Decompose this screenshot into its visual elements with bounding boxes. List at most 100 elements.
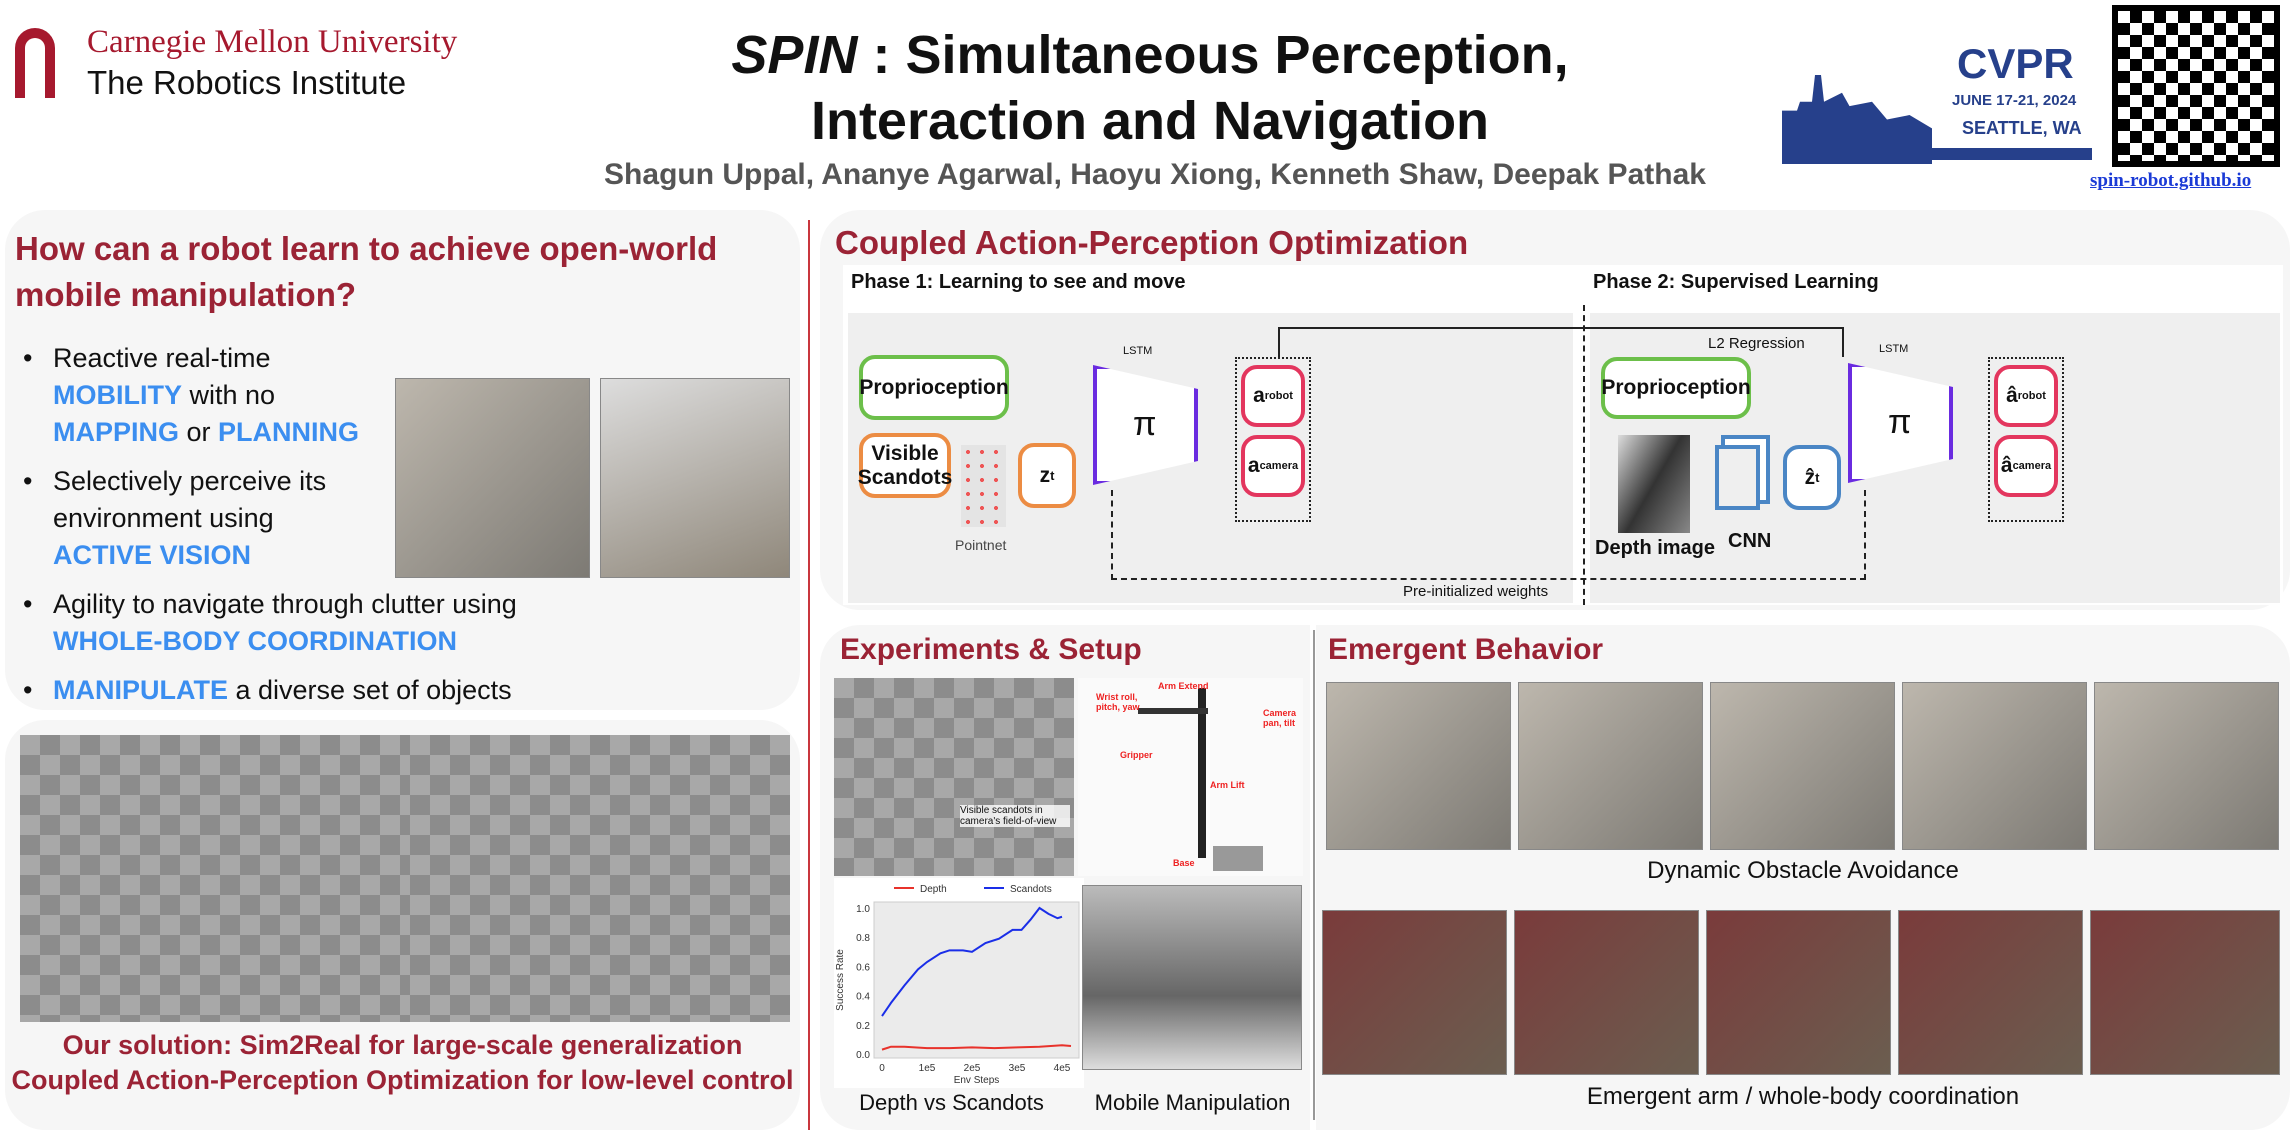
project-link[interactable]: spin-robot.github.io <box>2090 170 2252 191</box>
depth-image-label: Depth image <box>1595 537 1716 559</box>
preinit-label: Pre-initialized weights <box>1403 583 1549 600</box>
phase2-label: Phase 2: Supervised Learning <box>1593 271 1879 293</box>
bullet-active-vision: Selectively perceive its environment usi… <box>19 463 359 574</box>
obstacle-caption: Dynamic Obstacle Avoidance <box>1647 857 1959 884</box>
obstacle-frame-5 <box>2094 682 2279 850</box>
cnn-icon <box>1715 445 1760 510</box>
label-wrist: Wrist roll, pitch, yaw <box>1096 692 1140 712</box>
mobile-manipulation-caption: Mobile Manipulation <box>1094 1090 1291 1115</box>
preinit-connector <box>1111 490 1866 580</box>
y-tick-label: 0.4 <box>856 992 870 1003</box>
cvpr-text: CVPR <box>1957 40 2074 87</box>
sim-env-image-2 <box>410 735 790 1022</box>
qr-code[interactable] <box>2112 5 2280 167</box>
title-line1: : Simultaneous Perception, <box>872 25 1569 85</box>
method-heading: Coupled Action-Perception Optimization <box>835 224 1469 261</box>
plot-area <box>873 901 1080 1059</box>
x-tick-label: 1e5 <box>919 1063 936 1074</box>
cnn-label: CNN <box>1728 530 1772 552</box>
divider <box>808 220 810 1130</box>
series-line-depth <box>881 1044 1072 1051</box>
bullet-manipulate: MANIPULATE a diverse set of objects <box>19 672 619 709</box>
experiments-heading: Experiments & Setup <box>840 633 1142 666</box>
arm-frame-4 <box>1898 910 2083 1075</box>
divider-2 <box>1313 630 1315 1120</box>
scandots-sim-image <box>834 678 1074 876</box>
label-arm-extend: Arm Extend <box>1158 681 1209 691</box>
authors: Shagun Uppal, Ananye Agarwal, Haoyu Xion… <box>604 158 1706 191</box>
x-tick-label: 0 <box>879 1063 885 1074</box>
spin-logo: SPIN <box>731 25 858 85</box>
obstacle-frame-1 <box>1326 682 1511 850</box>
action-group-2 <box>1988 357 2064 522</box>
method-panel: Coupled Action-Perception Optimization P… <box>820 210 2290 610</box>
pi-symbol-2: π <box>1888 403 1912 441</box>
cvpr-dates: JUNE 17-21, 2024 <box>1952 92 2077 109</box>
arm-frame-5 <box>2090 910 2280 1075</box>
bullet-list: Reactive real-time MOBILITY with no MAPP… <box>19 340 619 721</box>
x-tick-label: 4e5 <box>1054 1063 1071 1074</box>
y-tick-label: 0.0 <box>856 1050 870 1061</box>
x-axis-label: Env Steps <box>954 1075 1000 1086</box>
label-gripper: Gripper <box>1120 750 1153 760</box>
title-line2: Interaction and Navigation <box>810 91 1490 151</box>
obstacle-frame-2 <box>1518 682 1703 850</box>
mobile-manipulation-photo <box>1082 885 1302 1070</box>
solution-panel: Our solution: Sim2Real for large-scale g… <box>5 720 800 1130</box>
series-line-scandots <box>881 906 1063 1017</box>
y-tick-label: 1.0 <box>856 904 870 915</box>
phase1-label: Phase 1: Learning to see and move <box>851 271 1186 293</box>
method-diagram: Phase 1: Learning to see and move Phase … <box>843 265 2283 605</box>
solution-line1: Our solution: Sim2Real for large-scale g… <box>62 1030 743 1060</box>
arm-frame-3 <box>1706 910 1891 1075</box>
bullet-mobility: Reactive real-time MOBILITY with no MAPP… <box>19 340 389 451</box>
lstm-label-2: LSTM <box>1879 343 1909 355</box>
solution-line2: Coupled Action-Perception Optimization f… <box>11 1065 794 1095</box>
pointnet-icon <box>961 445 1006 527</box>
label-camera: Camera pan, tilt <box>1263 708 1297 728</box>
action-group-1 <box>1235 357 1311 522</box>
x-tick-label: 2e5 <box>964 1063 981 1074</box>
robot-mast <box>1198 688 1206 858</box>
fov-annotation: Visible scandots in camera's field-of-vi… <box>960 805 1070 827</box>
cvpr-city: SEATTLE, WA <box>1962 118 2082 138</box>
depth-vs-scandots-caption: Depth vs Scandots <box>859 1090 1044 1115</box>
l2-connector <box>1278 327 1844 357</box>
pi-symbol-1: π <box>1133 405 1157 443</box>
robot-base <box>1213 846 1263 871</box>
y-axis-label: Success Rate <box>835 949 846 1011</box>
label-arm-lift: Arm Lift <box>1210 780 1245 790</box>
robot-photo-cabinet <box>600 378 790 578</box>
obstacle-frame-3 <box>1710 682 1895 850</box>
legend-label-scandots: Scandots <box>1010 884 1052 895</box>
policy-2 <box>1848 363 1953 483</box>
proprioception-box-1: Proprioception <box>859 355 1009 420</box>
motivation-panel: How can a robot learn to achieve open-wo… <box>5 210 800 710</box>
label-base: Base <box>1173 858 1195 868</box>
proprioception-box-2: Proprioception <box>1601 357 1751 419</box>
cvpr-bar <box>1782 148 2092 160</box>
phase-divider <box>1583 305 1585 605</box>
robot-diagram: Arm Extend Wrist roll, pitch, yaw Camera… <box>1078 678 1303 876</box>
bullet-whole-body: Agility to navigate through clutter usin… <box>19 586 619 660</box>
y-tick-label: 0.2 <box>856 1021 870 1032</box>
pointnet-label: Pointnet <box>955 537 1007 553</box>
x-tick-label: 3e5 <box>1009 1063 1026 1074</box>
robot-photo-person <box>395 378 590 578</box>
robotics-institute: The Robotics Institute <box>87 64 407 101</box>
legend-label-depth: Depth <box>920 884 947 895</box>
cvpr-logo: CVPR JUNE 17-21, 2024 SEATTLE, WA <box>1782 40 2092 164</box>
scandots-box: Visible Scandots <box>858 433 952 498</box>
arm-coordination-caption: Emergent arm / whole-body coordination <box>1586 1083 2020 1110</box>
arm-frame-2 <box>1514 910 1699 1075</box>
emergent-heading: Emergent Behavior <box>1328 633 1604 666</box>
cmu-name: Carnegie Mellon University <box>87 24 458 60</box>
sim-env-image-1 <box>20 735 410 1022</box>
lstm-label-1: LSTM <box>1123 345 1153 357</box>
depth-image <box>1618 435 1690 533</box>
l2-regression-label: L2 Regression <box>1708 335 1805 352</box>
